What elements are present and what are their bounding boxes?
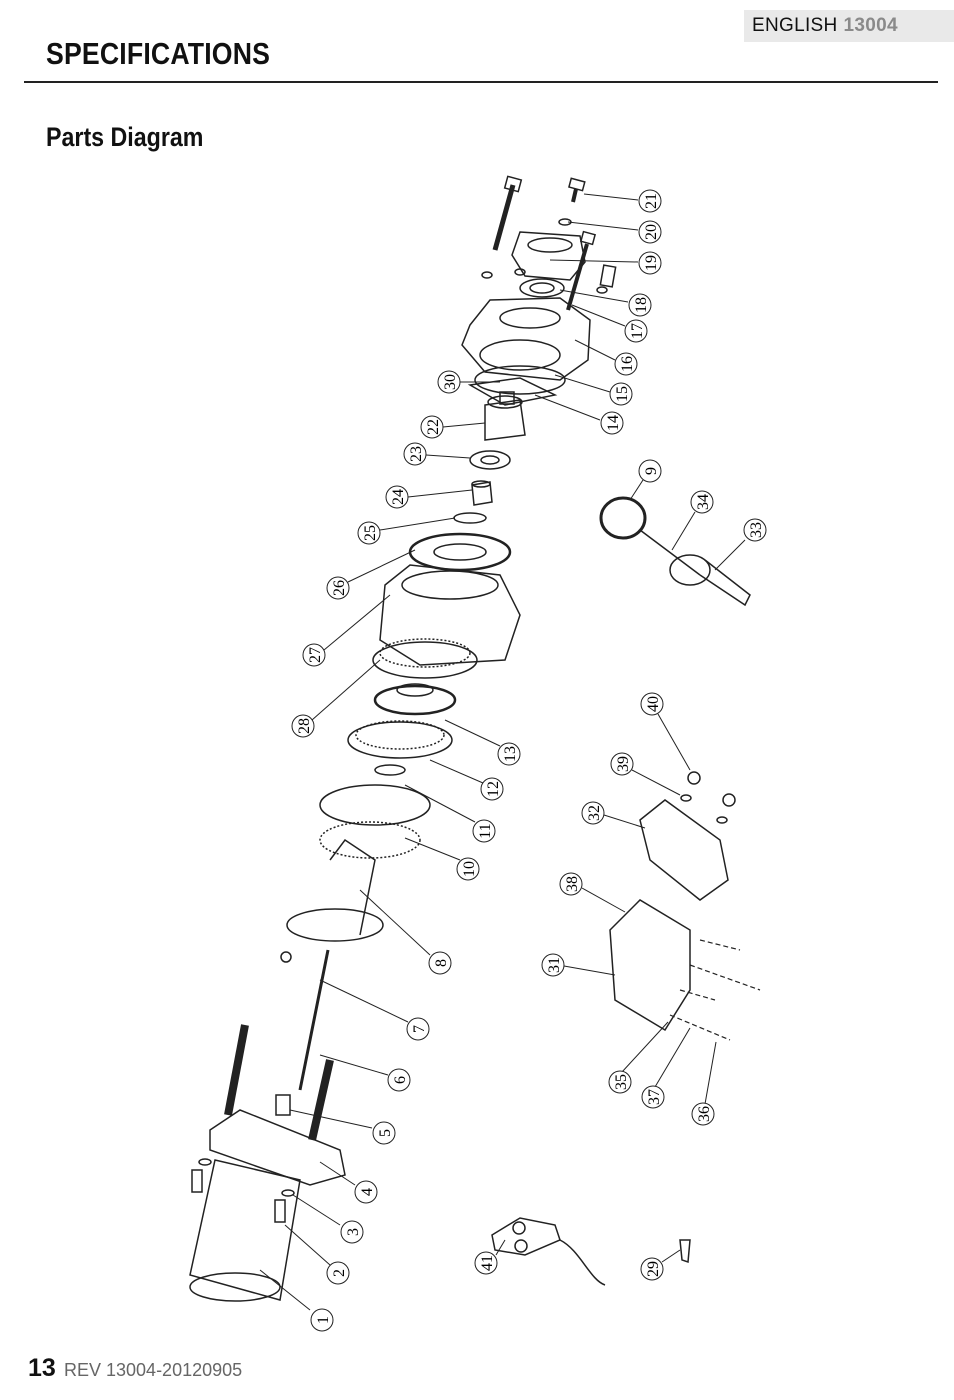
callout-28: 28: [291, 659, 381, 738]
svg-text:4: 4: [359, 1188, 376, 1196]
callout-40: 40: [640, 692, 691, 771]
callout-18: 18: [559, 289, 652, 317]
svg-text:24: 24: [390, 489, 407, 505]
svg-text:33: 33: [748, 522, 765, 538]
language-tab: ENGLISH 13004: [744, 10, 954, 42]
callout-19: 19: [549, 251, 662, 275]
svg-text:3: 3: [345, 1228, 362, 1236]
callout-10: 10: [404, 837, 480, 881]
callout-30: 30: [437, 370, 500, 394]
svg-text:20: 20: [643, 224, 660, 240]
callout-15: 15: [554, 374, 633, 406]
svg-text:22: 22: [425, 419, 442, 435]
callout-31: 31: [541, 953, 616, 977]
svg-text:39: 39: [615, 756, 632, 772]
svg-text:31: 31: [546, 957, 563, 973]
callout-24: 24: [385, 485, 473, 509]
svg-text:38: 38: [564, 876, 581, 892]
callout-12: 12: [429, 759, 504, 801]
callout-22: 22: [420, 415, 486, 439]
svg-text:8: 8: [433, 959, 450, 967]
callout-29: 29: [640, 1249, 681, 1281]
callout-17: 17: [571, 304, 648, 343]
callout-4: 4: [319, 1161, 378, 1204]
callout-34: 34: [671, 490, 714, 551]
svg-text:15: 15: [614, 386, 631, 402]
callout-37: 37: [641, 1027, 691, 1109]
callout-25: 25: [357, 517, 456, 545]
svg-text:27: 27: [307, 647, 324, 663]
page-number: 13: [28, 1354, 56, 1382]
svg-text:11: 11: [477, 823, 494, 838]
callout-1: 1: [259, 1269, 334, 1332]
callout-20: 20: [567, 220, 662, 244]
exploded-parts: [189, 175, 761, 1302]
callout-11: 11: [404, 784, 496, 843]
language-label: ENGLISH: [752, 15, 838, 36]
callout-27: 27: [302, 594, 391, 667]
callout-2: 2: [284, 1224, 350, 1285]
svg-text:26: 26: [331, 580, 348, 596]
callout-38: 38: [559, 872, 626, 913]
svg-text:29: 29: [645, 1261, 662, 1277]
svg-text:16: 16: [619, 356, 636, 372]
svg-text:36: 36: [696, 1106, 713, 1122]
svg-text:30: 30: [442, 374, 459, 390]
svg-text:13: 13: [502, 746, 519, 762]
svg-text:32: 32: [586, 805, 603, 821]
svg-text:18: 18: [633, 297, 650, 313]
model-number: 13004: [843, 15, 898, 36]
callout-21: 21: [583, 189, 662, 213]
callout-9: 9: [629, 459, 662, 501]
page-title: SPECIFICATIONS: [46, 36, 271, 71]
section-title: Parts Diagram: [46, 122, 204, 152]
callout-23: 23: [403, 442, 471, 466]
svg-text:9: 9: [643, 467, 660, 475]
svg-text:10: 10: [461, 861, 478, 877]
callout-14: 14: [534, 394, 624, 435]
svg-text:7: 7: [411, 1025, 428, 1033]
svg-text:28: 28: [296, 718, 313, 734]
callout-41: 41: [474, 1239, 506, 1275]
callout-35: 35: [608, 1021, 669, 1094]
svg-text:37: 37: [646, 1089, 663, 1105]
svg-text:14: 14: [605, 415, 622, 431]
svg-text:2: 2: [331, 1269, 348, 1277]
svg-text:1: 1: [315, 1316, 332, 1324]
svg-text:6: 6: [392, 1076, 409, 1084]
callout-6: 6: [319, 1054, 411, 1092]
revision-code: REV 13004-20120905: [64, 1360, 243, 1380]
svg-text:23: 23: [408, 446, 425, 462]
svg-text:5: 5: [377, 1129, 394, 1137]
callout-8: 8: [359, 889, 452, 975]
callout-39: 39: [610, 752, 681, 796]
callout-36: 36: [691, 1041, 717, 1126]
callout-26: 26: [326, 549, 416, 600]
svg-text:19: 19: [643, 255, 660, 271]
callout-13: 13: [444, 719, 521, 766]
callout-3: 3: [292, 1194, 364, 1244]
parts-diagram: 1 2 3 4 5 6 7 8 9 10 11 12 13 14 15 16 1…: [189, 175, 767, 1332]
svg-text:12: 12: [485, 781, 502, 797]
callout-32: 32: [581, 801, 646, 829]
callout-5: 5: [289, 1109, 396, 1145]
header-divider: [24, 81, 938, 83]
svg-text:21: 21: [643, 193, 660, 209]
svg-text:35: 35: [613, 1074, 630, 1090]
callout-7: 7: [319, 979, 430, 1041]
callout-16: 16: [574, 339, 638, 376]
svg-text:40: 40: [645, 696, 662, 712]
svg-text:25: 25: [362, 525, 379, 541]
svg-text:41: 41: [479, 1255, 496, 1271]
svg-text:17: 17: [629, 323, 646, 339]
callout-33: 33: [714, 518, 767, 571]
callout-markers: 1 2 3 4 5 6 7 8 9 10 11 12 13 14 15 16 1…: [259, 189, 767, 1332]
svg-text:34: 34: [695, 494, 712, 510]
